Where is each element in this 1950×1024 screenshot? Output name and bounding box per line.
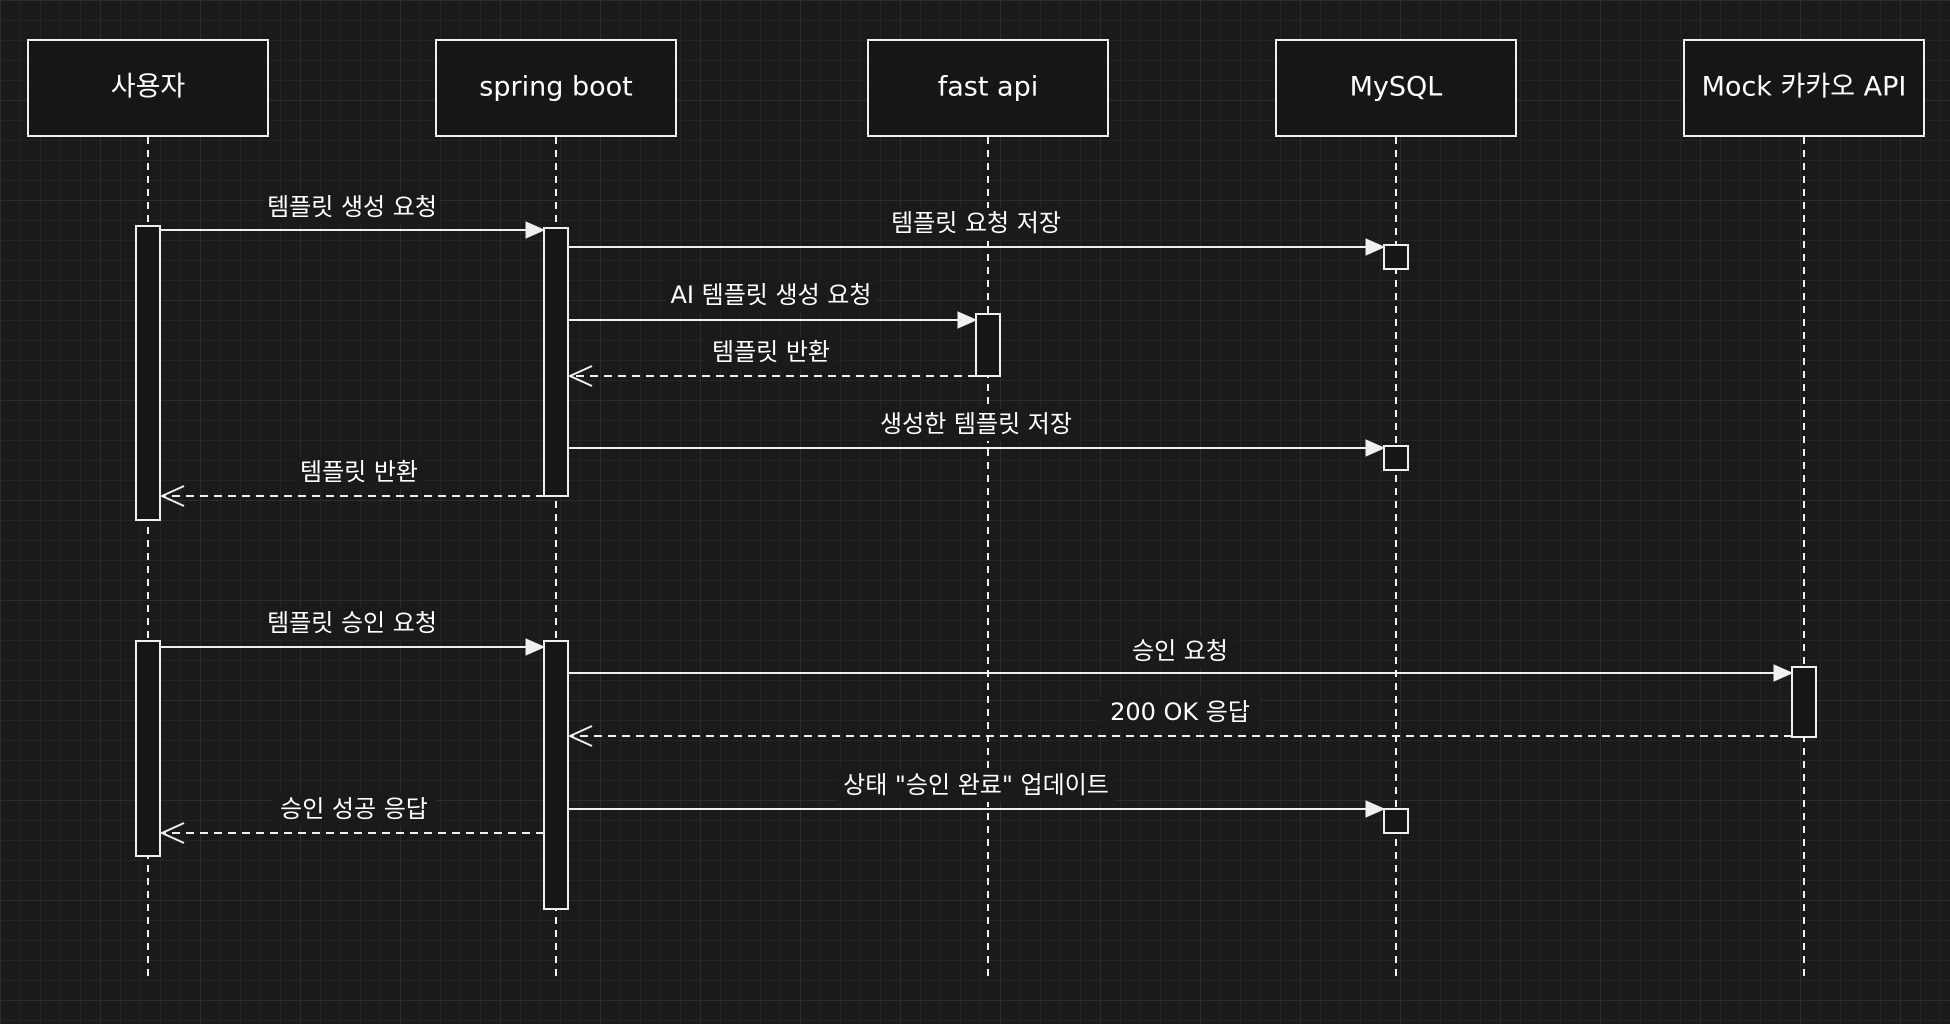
activation-user-2 xyxy=(135,640,161,857)
activation-user-1 xyxy=(135,225,161,521)
message-kakao-ok: 200 OK 응답 xyxy=(567,697,1792,747)
message-label: 템플릿 요청 저장 xyxy=(891,209,1061,237)
participant-label: 사용자 xyxy=(111,72,186,103)
activation-mysql-2 xyxy=(1383,445,1409,471)
participant-user[interactable]: 사용자 xyxy=(27,39,269,137)
participant-fastapi[interactable]: fast api xyxy=(867,39,1109,137)
message-approve-success: 승인 성공 응답 xyxy=(159,794,544,844)
activation-mysql-3 xyxy=(1383,808,1409,834)
message-kakao-approve: 승인 요청 xyxy=(568,636,1794,682)
message-label: 승인 성공 응답 xyxy=(280,795,428,823)
message-status-update: 상태 "승인 완료" 업데이트 xyxy=(568,770,1386,818)
message-label: AI 템플릿 생성 요청 xyxy=(671,281,872,309)
message-create-request: 템플릿 생성 요청 xyxy=(160,192,546,239)
activation-mysql-1 xyxy=(1383,244,1409,270)
participant-label: spring boot xyxy=(479,72,632,103)
activation-fastapi-1 xyxy=(975,313,1001,377)
message-label: 생성한 템플릿 저장 xyxy=(880,410,1072,438)
message-save-request: 템플릿 요청 저장 xyxy=(568,208,1386,256)
message-approve-request: 템플릿 승인 요청 xyxy=(160,608,546,656)
activation-kakao-1 xyxy=(1791,666,1817,738)
participant-label: Mock 카카오 API xyxy=(1702,72,1907,103)
message-label: 상태 "승인 완료" 업데이트 xyxy=(843,771,1109,799)
participant-kakao[interactable]: Mock 카카오 API xyxy=(1683,39,1925,137)
message-label: 템플릿 승인 요청 xyxy=(267,609,437,637)
participant-label: MySQL xyxy=(1350,72,1443,103)
message-template-return-2: 템플릿 반환 xyxy=(159,457,544,507)
message-label: 200 OK 응답 xyxy=(1110,698,1250,726)
message-label: 템플릿 반환 xyxy=(300,458,418,486)
message-label: 템플릿 반환 xyxy=(712,338,830,366)
participant-label: fast api xyxy=(938,72,1038,103)
participant-mysql[interactable]: MySQL xyxy=(1275,39,1517,137)
message-label: 템플릿 생성 요청 xyxy=(267,193,437,221)
activation-spring-2 xyxy=(543,640,569,910)
message-save-generated: 생성한 템플릿 저장 xyxy=(568,409,1386,457)
message-template-return-1: 템플릿 반환 xyxy=(567,337,976,387)
message-ai-generate: AI 템플릿 생성 요청 xyxy=(568,280,978,329)
activation-spring-1 xyxy=(543,227,569,497)
participant-spring[interactable]: spring boot xyxy=(435,39,677,137)
message-label: 승인 요청 xyxy=(1132,637,1228,665)
